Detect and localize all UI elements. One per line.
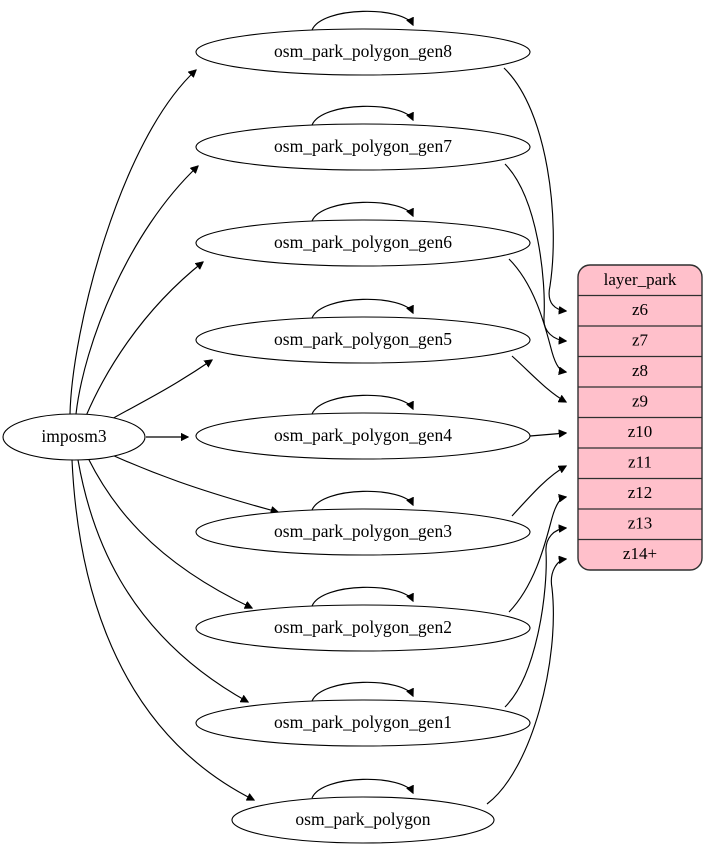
edge-gen3-to-z11 [511,466,566,517]
node-osm-park-polygon-gen6[interactable]: osm_park_polygon_gen6 [195,219,531,267]
node-osm-park-polygon-gen7[interactable]: osm_park_polygon_gen7 [195,123,531,171]
gen2-ellipse[interactable] [195,604,531,652]
table-row-z7[interactable]: z7 [632,330,649,349]
gen4-ellipse[interactable] [195,412,531,460]
gen6-label: osm_park_polygon_gen6 [274,232,452,252]
node-osm-park-polygon-gen5[interactable]: osm_park_polygon_gen5 [195,316,531,364]
self-loop-gen6 [311,201,413,222]
table-row-z9[interactable]: z9 [632,391,648,410]
edge-imposm3-to-osm-park-polygon [71,459,254,800]
edge-gen6-to-z8 [508,258,566,372]
node-osm-park-polygon-gen1[interactable]: osm_park_polygon_gen1 [195,699,531,747]
self-loop-gen2 [311,586,413,607]
node-imposm3[interactable]: imposm3 [2,413,146,461]
gen3-ellipse[interactable] [195,508,531,556]
edges-polygons-to-table [486,67,566,805]
gen7-ellipse[interactable] [195,123,531,171]
table-row-z11[interactable]: z11 [628,452,652,471]
imposm3-ellipse[interactable] [2,413,146,461]
table-row-z12[interactable]: z12 [628,483,653,502]
gen8-label: osm_park_polygon_gen8 [274,41,452,61]
gen2-label: osm_park_polygon_gen2 [274,617,452,637]
edge-gen1-to-z13 [504,528,566,708]
edge-imposm3-to-gen2 [87,457,252,608]
gen5-label: osm_park_polygon_gen5 [274,329,452,349]
table-row-z13[interactable]: z13 [628,513,653,532]
edges-source-to-polygons [69,70,278,800]
gen5-ellipse[interactable] [195,316,531,364]
edge-imposm3-to-gen6 [85,262,203,417]
edge-gen4-to-z10 [529,433,566,436]
edge-gen2-to-z12 [508,497,566,613]
gen7-label: osm_park_polygon_gen7 [274,136,452,156]
node-osm-park-polygon[interactable]: osm_park_polygon [231,796,495,844]
edges-self-loops [311,10,413,799]
osm-park-polygon-label: osm_park_polygon [295,809,430,829]
edge-osm-park-polygon-to-z14 [486,559,566,805]
node-osm-park-polygon-gen3[interactable]: osm_park_polygon_gen3 [195,508,531,556]
table-row-z6[interactable]: z6 [632,300,648,319]
edge-imposm3-to-gen7 [75,166,198,415]
self-loop-osm-park-polygon [311,778,413,799]
table-row-z10[interactable]: z10 [628,422,653,441]
gen6-ellipse[interactable] [195,219,531,267]
node-osm-park-polygon-gen8[interactable]: osm_park_polygon_gen8 [195,28,531,76]
edge-imposm3-to-gen3 [111,454,278,512]
gen1-label: osm_park_polygon_gen1 [274,712,452,732]
edge-imposm3-to-gen8 [69,70,196,415]
self-loop-gen5 [311,298,413,319]
self-loop-gen8 [311,10,413,31]
self-loop-gen4 [311,394,413,415]
gen3-label: osm_park_polygon_gen3 [274,521,452,541]
self-loop-gen1 [311,681,413,702]
edge-imposm3-to-gen1 [77,459,248,702]
gen4-label: osm_park_polygon_gen4 [274,425,452,445]
gen1-ellipse[interactable] [195,699,531,747]
node-layer-park-table[interactable]: layer_park z6 z7 z8 z9 z10 z11 z12 z13 z… [577,264,703,571]
osm-park-polygon-ellipse[interactable] [231,796,495,844]
edge-gen7-to-z7 [504,163,566,341]
edge-gen5-to-z9 [511,355,566,402]
edge-gen8-to-z6 [503,67,566,311]
imposm3-label: imposm3 [41,426,106,446]
layer-park-header-label: layer_park [604,270,677,289]
edge-imposm3-to-gen5 [109,360,212,421]
self-loop-gen7 [311,105,413,126]
self-loop-gen3 [311,490,413,511]
node-osm-park-polygon-gen2[interactable]: osm_park_polygon_gen2 [195,604,531,652]
table-row-z8[interactable]: z8 [632,361,648,380]
gen8-ellipse[interactable] [195,28,531,76]
node-osm-park-polygon-gen4[interactable]: osm_park_polygon_gen4 [195,412,531,460]
table-row-z14plus[interactable]: z14+ [623,544,657,563]
